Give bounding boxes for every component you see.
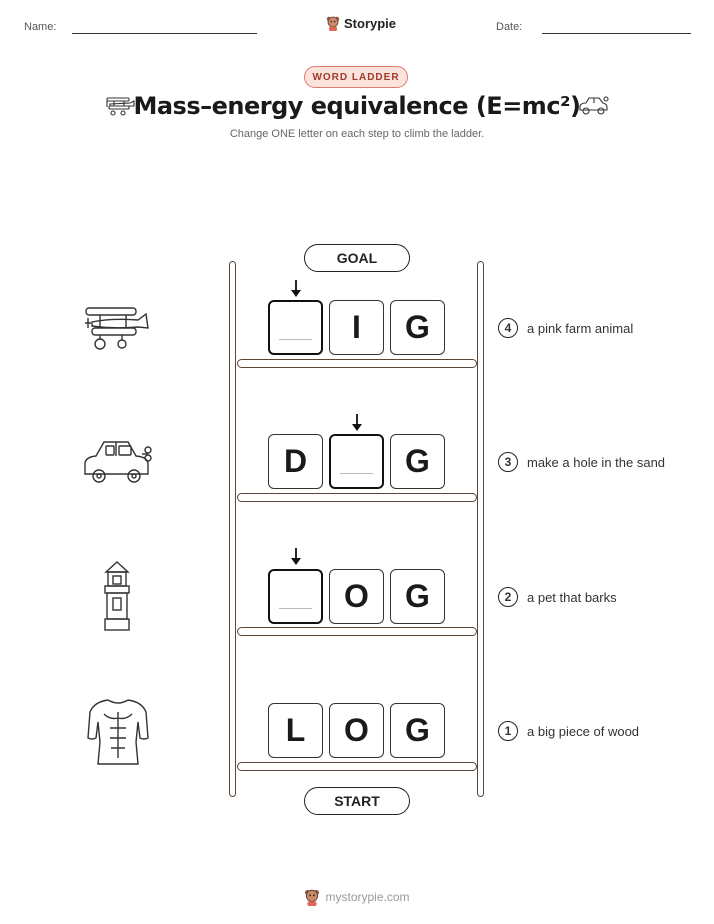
letter-tile: G: [390, 300, 445, 355]
page-title: Mass–energy equivalence (E=mc²): [133, 92, 581, 120]
clue-number: 4: [498, 318, 518, 338]
start-label: START: [304, 787, 410, 815]
brand-logo: Storypie: [326, 15, 396, 31]
down-arrow-icon: [352, 414, 362, 431]
clue-number: 3: [498, 452, 518, 472]
letter-tile[interactable]: [268, 569, 323, 624]
clue-item: 3 make a hole in the sand: [498, 452, 665, 472]
torso-icon: [87, 699, 149, 765]
ladder-right-rail: [477, 261, 484, 797]
letter-tile: G: [390, 434, 445, 489]
tower-icon: [104, 561, 130, 631]
ladder-rung: [237, 762, 477, 771]
name-label: Name:: [24, 21, 57, 33]
clue-text: a pet that barks: [527, 589, 617, 605]
goal-label: GOAL: [304, 244, 410, 272]
biplane-icon: [106, 97, 135, 116]
date-label: Date:: [496, 21, 523, 33]
brand-name: Storypie: [344, 15, 397, 31]
clue-item: 1 a big piece of wood: [498, 721, 639, 741]
word-ladder-badge: WORD LADDER: [304, 66, 408, 88]
footer: mystorypie.com: [0, 888, 714, 906]
clue-text: a big piece of wood: [527, 723, 640, 739]
letter-tile[interactable]: [268, 300, 323, 355]
footer-url[interactable]: mystorypie.com: [325, 890, 410, 904]
clue-number: 1: [498, 721, 518, 741]
ladder-rung: [237, 493, 477, 502]
letter-tile: O: [329, 569, 384, 624]
date-field[interactable]: [542, 33, 691, 34]
clue-item: 4 a pink farm animal: [498, 318, 633, 338]
down-arrow-icon: [291, 548, 301, 565]
letter-tile: D: [268, 434, 323, 489]
letter-tile: G: [390, 569, 445, 624]
letter-tile: O: [329, 703, 384, 758]
biplane-icon: [85, 307, 149, 350]
ladder-left-rail: [229, 261, 236, 797]
letter-tile[interactable]: [329, 434, 384, 489]
clue-number: 2: [498, 587, 518, 607]
instructions-subtitle: Change ONE letter on each step to climb …: [229, 128, 485, 140]
clue-text: make a hole in the sand: [527, 454, 666, 470]
down-arrow-icon: [291, 280, 301, 297]
toy-car-icon: [579, 96, 609, 115]
ladder-rung: [237, 359, 477, 368]
bear-mascot-icon: [326, 16, 340, 31]
bear-mascot-icon: [305, 889, 320, 906]
clue-item: 2 a pet that barks: [498, 587, 617, 607]
clue-text: a pink farm animal: [527, 320, 634, 336]
name-field[interactable]: [72, 33, 257, 34]
letter-tile: G: [390, 703, 445, 758]
letter-tile: I: [329, 300, 384, 355]
letter-tile: L: [268, 703, 323, 758]
toy-car-icon: [84, 441, 152, 483]
ladder-rung: [237, 627, 477, 636]
